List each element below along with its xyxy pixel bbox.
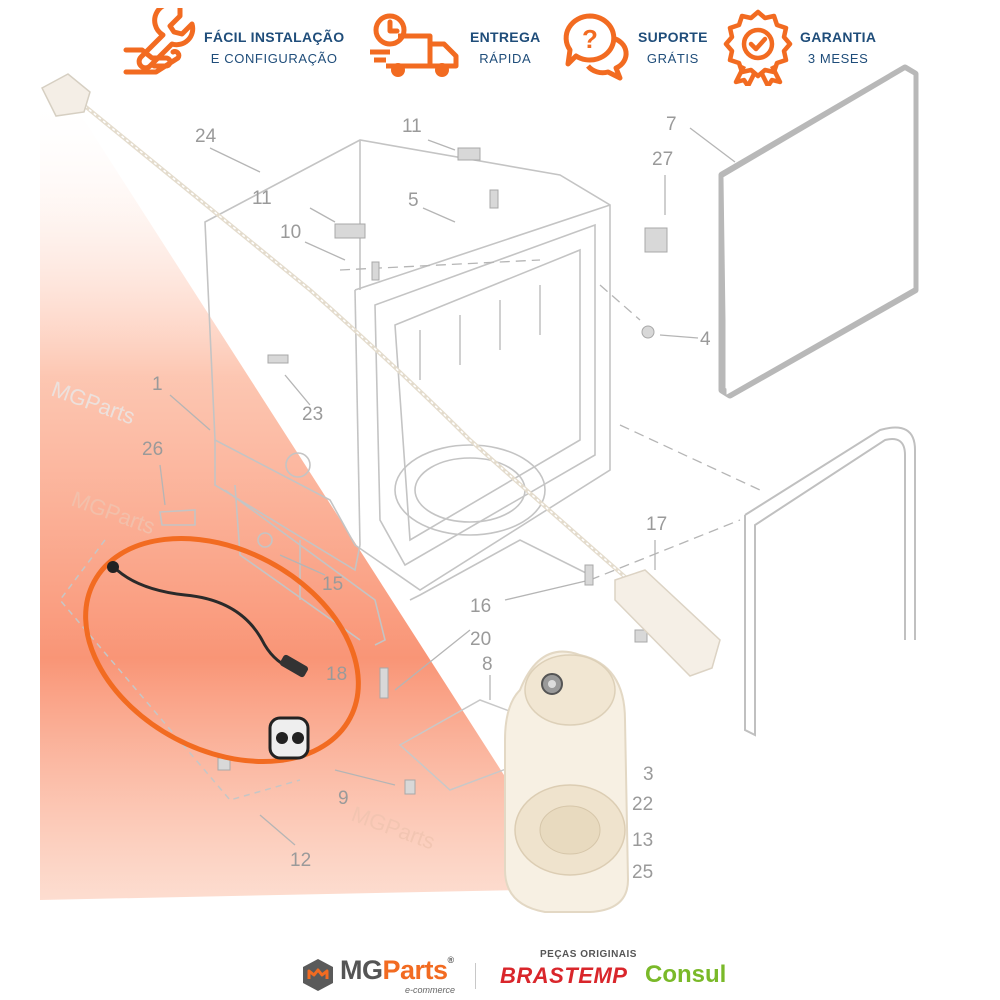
feature-subtitle: E CONFIGURAÇÃO — [210, 51, 338, 66]
logo-registered: ® — [447, 955, 455, 965]
feature-title: SUPORTE — [638, 29, 708, 45]
part-number-label: 18 — [326, 664, 347, 685]
mgparts-logo: MGParts® — [340, 955, 454, 986]
feature-bar: FÁCIL INSTALAÇÃO E CONFIGURAÇÃO ENTREGA … — [0, 0, 1000, 90]
delivery-truck-icon — [370, 13, 459, 77]
part-number-label: 9 — [338, 788, 349, 809]
footer: MGParts® e-commerce PEÇAS ORIGINAIS BRAS… — [0, 945, 1000, 1000]
part-number-label: 27 — [652, 149, 673, 170]
feature-title: ENTREGA — [470, 29, 541, 45]
feature-easy-install: FÁCIL INSTALAÇÃO E CONFIGURAÇÃO — [118, 8, 344, 86]
lower-seal — [744, 426, 916, 737]
hose-end-cap — [41, 73, 91, 117]
feature-title: GARANTIA — [800, 29, 877, 45]
part-number-label: 13 — [632, 830, 653, 851]
brastemp-logo: BRASTEMP — [500, 963, 628, 988]
feature-subtitle: GRÁTIS — [646, 51, 699, 66]
group-bracket — [59, 539, 301, 801]
question-chat-icon: ? — [563, 13, 629, 81]
logo-subtitle: e-commerce — [405, 985, 456, 995]
part-number-label: 5 — [408, 190, 419, 211]
leader-lines — [159, 127, 761, 846]
feature-fast-delivery: ENTREGA RÁPIDA — [368, 8, 541, 86]
mgparts-logo-icon — [303, 959, 333, 991]
highlight-glow — [40, 95, 520, 900]
warranty-badge-icon — [723, 9, 793, 86]
part-number-label: 3 — [643, 764, 654, 785]
part-number-label: 15 — [322, 574, 343, 595]
part-number-label: 25 — [632, 862, 653, 883]
part-number-label: 12 — [290, 850, 311, 871]
part-number-label: 17 — [646, 514, 667, 535]
part-number-label: 23 — [302, 404, 323, 425]
part-number-label: 7 — [666, 114, 677, 135]
feature-free-support: ? SUPORTE GRÁTIS — [560, 8, 708, 86]
part-number-label: 4 — [700, 329, 711, 350]
part-number-label: 11 — [402, 116, 422, 137]
sensor-cable — [107, 561, 309, 678]
part-number-label: 24 — [195, 126, 217, 147]
pump-housing — [504, 650, 630, 913]
part-labels: 24 11 11 10 5 7 27 4 1 23 26 15 17 16 20 8 18 3 22 13 25 9 12 — [142, 114, 711, 883]
highlight-circle — [83, 536, 361, 764]
footer-divider — [475, 963, 476, 989]
part-number-label: 10 — [280, 222, 301, 243]
feature-subtitle: 3 MESES — [807, 51, 869, 66]
feature-warranty: GARANTIA 3 MESES — [722, 8, 876, 86]
part-number-label: 26 — [142, 439, 163, 460]
svg-text:?: ? — [582, 24, 598, 54]
feature-title: FÁCIL INSTALAÇÃO — [204, 29, 345, 45]
wrench-hand-icon — [123, 8, 196, 75]
logo-mg: MG — [340, 955, 383, 985]
part-number-label: 22 — [632, 794, 653, 815]
door-gasket — [718, 64, 919, 399]
part-number-label: 16 — [470, 596, 491, 617]
consul-logo: Consul — [645, 961, 727, 988]
part-number-label: 1 — [152, 374, 163, 395]
part-number-label: 8 — [482, 654, 493, 675]
originals-label: PEÇAS ORIGINAIS — [540, 949, 637, 960]
logo-parts: Parts — [382, 955, 449, 985]
part-number-label: 20 — [470, 629, 491, 650]
feature-subtitle: RÁPIDA — [479, 51, 532, 66]
cable-clip — [268, 716, 310, 760]
hose-connector — [614, 569, 721, 677]
part-number-label: 11 — [252, 188, 272, 209]
